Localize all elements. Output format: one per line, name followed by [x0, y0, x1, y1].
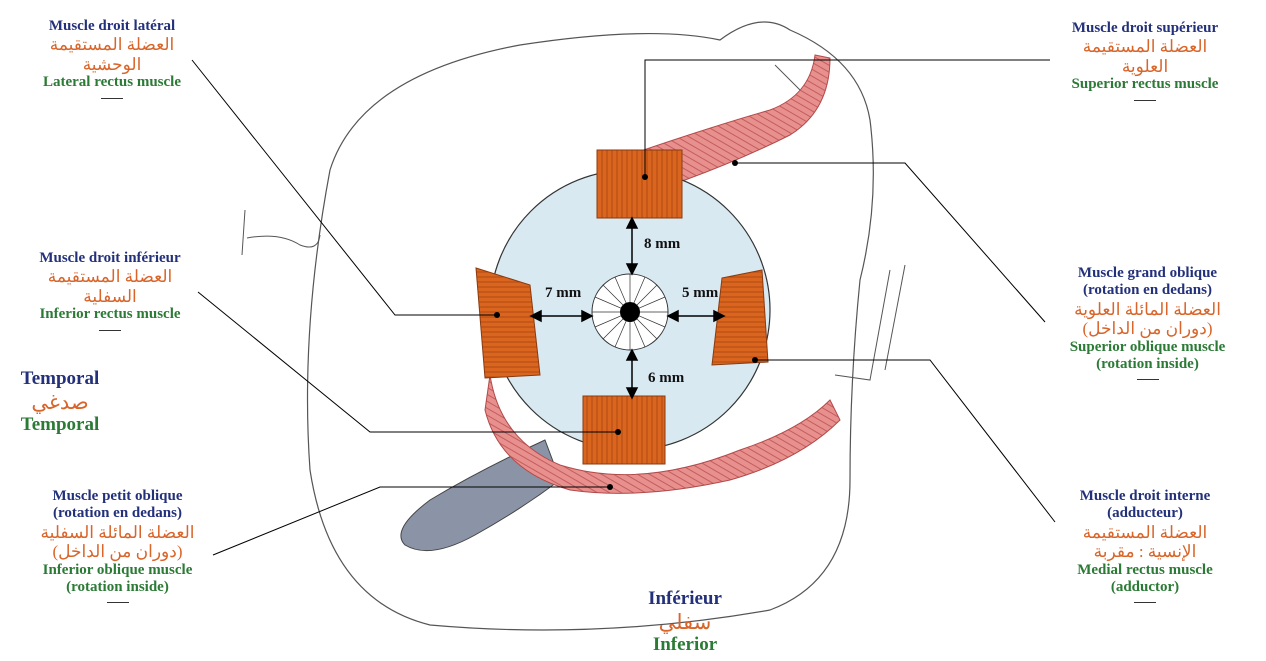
superior-oblique-ar1: العضلة المائلة العلوية	[1035, 300, 1260, 320]
label-inferior-rectus: Muscle droit inférieur العضلة المستقيمة …	[5, 250, 215, 331]
label-inferior-oblique: Muscle petit oblique (rotation en dedans…	[10, 488, 225, 603]
temporal-fr: Temporal	[5, 368, 115, 390]
superior-rectus-en: Superior rectus muscle	[1040, 76, 1250, 93]
temporal-edge	[242, 210, 320, 255]
medial-rectus-ar2: الإنسية : مقربة	[1040, 542, 1250, 562]
inferior-oblique-en2: (rotation inside)	[10, 579, 225, 596]
label-inferior: Inférieur سفلي Inferior	[630, 588, 740, 656]
superior-oblique-fr1: Muscle grand oblique	[1035, 265, 1260, 282]
superior-rectus-ar1: العضلة المستقيمة	[1040, 37, 1250, 57]
superior-oblique-en1: Superior oblique muscle	[1035, 339, 1260, 356]
inferior-fr: Inférieur	[630, 588, 740, 610]
measure-lateral: 7 mm	[545, 285, 581, 302]
inferior-rectus-en: Inferior rectus muscle	[5, 306, 215, 323]
superior-rectus-fr: Muscle droit supérieur	[1040, 20, 1250, 37]
superior-rectus-ar2: العلوية	[1040, 57, 1250, 77]
lateral-rectus-ar2: الوحشية	[12, 55, 212, 75]
label-dash	[1134, 100, 1156, 101]
measure-inferior: 6 mm	[648, 370, 684, 387]
lateral-rectus-en: Lateral rectus muscle	[12, 74, 212, 91]
measure-medial: 5 mm	[682, 285, 718, 302]
inferior-rectus-muscle	[583, 396, 665, 464]
label-superior-oblique: Muscle grand oblique (rotation en dedans…	[1035, 265, 1260, 380]
temporal-ar: صدغي	[5, 390, 115, 414]
inferior-en: Inferior	[630, 634, 740, 656]
medial-rectus-fr2: (adducteur)	[1040, 505, 1250, 522]
inferior-oblique-fr1: Muscle petit oblique	[10, 488, 225, 505]
medial-rectus-en1: Medial rectus muscle	[1040, 562, 1250, 579]
superior-rectus-muscle	[597, 150, 682, 218]
superior-oblique-fr2: (rotation en dedans)	[1035, 282, 1260, 299]
label-medial-rectus: Muscle droit interne (adducteur) العضلة …	[1040, 488, 1250, 603]
leader-lateral-rectus	[192, 60, 497, 315]
inferior-ar: سفلي	[630, 610, 740, 634]
orbit-inner-line	[835, 270, 890, 380]
label-temporal: Temporal صدغي Temporal	[5, 368, 115, 436]
inferior-rectus-ar2: السفلية	[5, 287, 215, 307]
leader-superior-oblique	[735, 163, 1045, 322]
inferior-oblique-ar2: (دوران من الداخل)	[10, 542, 225, 562]
inferior-rectus-fr: Muscle droit inférieur	[5, 250, 215, 267]
measure-superior: 8 mm	[644, 236, 680, 253]
lateral-rectus-ar1: العضلة المستقيمة	[12, 35, 212, 55]
inferior-oblique-ar1: العضلة المائلة السفلية	[10, 523, 225, 543]
temporal-en: Temporal	[5, 414, 115, 436]
medial-rectus-en2: (adductor)	[1040, 579, 1250, 596]
label-dash	[1137, 379, 1159, 380]
pupil	[620, 302, 640, 322]
superior-oblique-en2: (rotation inside)	[1035, 356, 1260, 373]
label-superior-rectus: Muscle droit supérieur العضلة المستقيمة …	[1040, 20, 1250, 101]
label-dash	[107, 602, 129, 603]
label-dash	[99, 330, 121, 331]
medial-rectus-ar1: العضلة المستقيمة	[1040, 523, 1250, 543]
label-lateral-rectus: Muscle droit latéral العضلة المستقيمة ال…	[12, 18, 212, 99]
label-dash	[1134, 602, 1156, 603]
inferior-oblique-fr2: (rotation en dedans)	[10, 505, 225, 522]
inferior-oblique-en1: Inferior oblique muscle	[10, 562, 225, 579]
label-dash	[101, 98, 123, 99]
superior-oblique-ar2: (دوران من الداخل)	[1035, 319, 1260, 339]
lateral-rectus-fr: Muscle droit latéral	[12, 18, 212, 35]
inferior-rectus-ar1: العضلة المستقيمة	[5, 267, 215, 287]
medial-rectus-fr1: Muscle droit interne	[1040, 488, 1250, 505]
